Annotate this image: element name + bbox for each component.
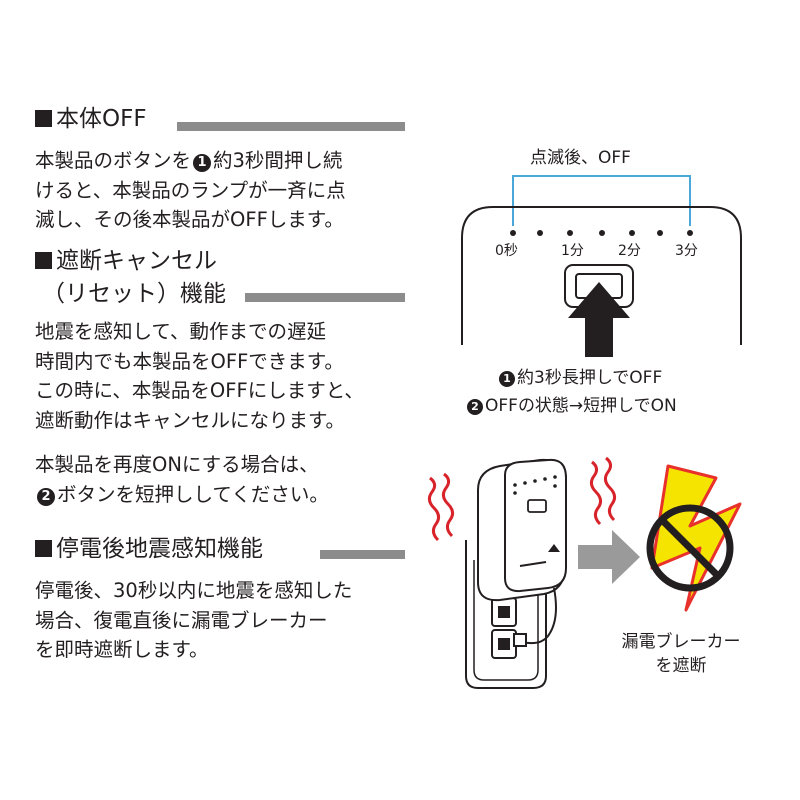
tick-label: 2分	[618, 243, 641, 259]
body-line: 地震を感知して、動作までの遅延	[35, 320, 326, 343]
section3-body: 停電後、30秒以内に地震を感知した 場合、復電直後に漏電ブレーカー を即時遮断し…	[35, 576, 352, 665]
section-heading-power-off: 本体OFF	[35, 104, 147, 134]
led-dots	[510, 230, 693, 236]
body-line: けると、本製品のランプが一斉に点	[35, 178, 346, 202]
body-line: を即時遮断します。	[35, 638, 209, 661]
shake-right-icon	[589, 460, 603, 526]
blink-bracket	[512, 175, 691, 226]
led-dots	[513, 475, 557, 495]
body-line: 遮断動作はキャンセルになります。	[35, 408, 346, 432]
tick-label: 0秒	[495, 243, 518, 259]
body-line: 時間内でも本製品をOFFできます。	[35, 349, 344, 373]
blink-off-label: 点滅後、OFF	[530, 148, 631, 168]
body-line: 停電後、30秒以内に地震を感知した	[35, 579, 353, 602]
device-button	[527, 499, 547, 513]
square-bullet-icon	[35, 110, 52, 127]
heading-rule	[177, 122, 405, 131]
body-line: この時に、本製品をOFFにしますと、	[35, 379, 364, 402]
step-2-badge: 2	[467, 399, 483, 415]
section-heading-cancel: 遮断キャンセル	[35, 246, 217, 276]
shake-left-icon	[427, 476, 441, 542]
prohibition-sign-icon	[646, 504, 734, 592]
power-cable	[521, 587, 557, 645]
heading-rule	[245, 293, 405, 302]
body-line: 本製品を再度ONにする場合は、	[35, 453, 319, 476]
breaker-caption: 漏電ブレーカー を遮断	[621, 632, 741, 676]
device-outline	[461, 206, 742, 345]
body-line: 滅し、その後本製品がOFFします。	[35, 208, 344, 231]
step-1-badge: 1	[193, 154, 212, 172]
gray-arrow-icon	[578, 530, 640, 584]
section2-body: 地震を感知して、動作までの遅延 時間内でも本製品をOFFできます。 この時に、本…	[35, 317, 364, 435]
body-line: 場合、復電直後に漏電ブレーカー	[35, 608, 328, 632]
plug	[513, 633, 527, 647]
section-heading-cancel-sub: （リセット）機能	[42, 281, 226, 307]
step-1-badge: 1	[499, 371, 515, 387]
tick-label: 3分	[675, 243, 698, 259]
push-arrow-icon	[568, 282, 630, 357]
lightning-bolt-icon	[650, 464, 742, 612]
tick-label: 1分	[561, 243, 584, 259]
heading-rule	[320, 550, 405, 559]
square-bullet-icon	[35, 252, 52, 269]
step-2-badge: 2	[37, 487, 55, 506]
section-heading-outage: 停電後地震感知機能	[35, 534, 263, 564]
square-bullet-icon	[35, 540, 52, 557]
